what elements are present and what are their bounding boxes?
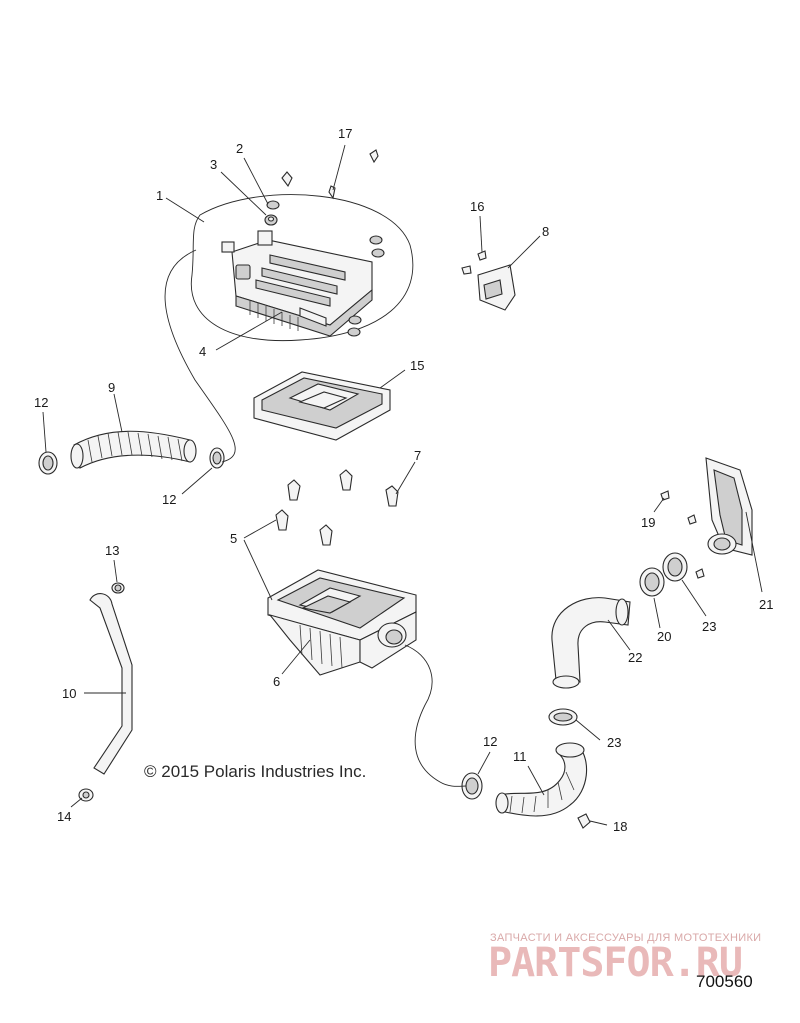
- leader-lines: [42, 144, 763, 826]
- callout-5: 5: [230, 531, 237, 546]
- screw-19b: [687, 514, 697, 525]
- callout-21: 21: [759, 597, 773, 612]
- callout-3: 3: [210, 157, 217, 172]
- screw-top: [281, 171, 293, 188]
- callout-22: 22: [628, 650, 642, 665]
- callout-13: 13: [105, 543, 119, 558]
- grommet-c: [348, 315, 362, 325]
- callout-2: 2: [236, 141, 243, 156]
- clamp-12-mid: [209, 447, 225, 469]
- callout-10: 10: [62, 686, 76, 701]
- clip-7c: [385, 485, 399, 507]
- screw-17b: [369, 149, 379, 164]
- clip-5b: [319, 524, 333, 546]
- intake-duct-9: [70, 430, 197, 469]
- link-lines: [164, 249, 467, 787]
- callout-12-mid: 12: [162, 492, 176, 507]
- callout-7: 7: [414, 448, 421, 463]
- grommet-d: [347, 327, 361, 337]
- callout-17: 17: [338, 126, 352, 141]
- watermark-tagline: ЗАПЧАСТИ И АКСЕССУАРЫ ДЛЯ МОТОТЕХНИКИ: [490, 932, 761, 944]
- elbow-22: [551, 597, 631, 689]
- fastener-18: [577, 813, 591, 829]
- clamp-23-upper: [662, 552, 688, 582]
- air-box-cover: [221, 230, 373, 337]
- screw-19: [660, 490, 670, 501]
- callout-6: 6: [273, 674, 280, 689]
- clip-7b: [339, 469, 353, 491]
- clamp-12-left: [38, 451, 58, 475]
- clip-5a: [275, 509, 289, 531]
- clamp-14: [78, 788, 94, 802]
- callout-9: 9: [108, 380, 115, 395]
- callout-23-lower: 23: [607, 735, 621, 750]
- callouts: 1 2 3 17 4 16 8 15 12 9 12 7 5 6 13 10 1…: [34, 126, 773, 834]
- grommet-b: [371, 248, 385, 258]
- duct-11: [495, 742, 588, 817]
- clamp-23-lower: [548, 708, 578, 726]
- outlet-21: [705, 457, 753, 556]
- callout-12-left: 12: [34, 395, 48, 410]
- bolt-17: [328, 185, 336, 200]
- callout-11: 11: [513, 749, 527, 764]
- callout-20: 20: [657, 629, 671, 644]
- watermark-brand: PARTSFOR.RU: [488, 940, 742, 986]
- bracket-8: [477, 264, 516, 311]
- callout-18: 18: [613, 819, 627, 834]
- drain-hose-10: [89, 593, 133, 775]
- screw-19c: [695, 568, 705, 579]
- air-box-base-6: [267, 569, 417, 676]
- callout-19: 19: [641, 515, 655, 530]
- clamp-13: [111, 582, 125, 594]
- callout-1: 1: [156, 188, 163, 203]
- clip-7a: [287, 479, 301, 501]
- ring-20: [639, 567, 665, 597]
- fastener-2: [266, 200, 280, 210]
- callout-15: 15: [410, 358, 424, 373]
- callout-23-upper: 23: [702, 619, 716, 634]
- callout-8: 8: [542, 224, 549, 239]
- callout-16: 16: [470, 199, 484, 214]
- clamp-12-lower: [461, 772, 483, 800]
- callout-14: 14: [57, 809, 71, 824]
- screw-16: [477, 250, 487, 261]
- screw-16b: [461, 265, 472, 275]
- copyright-text: © 2015 Polaris Industries Inc.: [144, 762, 366, 781]
- grommet-a: [369, 235, 383, 245]
- callout-4: 4: [199, 344, 206, 359]
- nut-3: [264, 214, 278, 226]
- air-filter-15: [253, 371, 391, 441]
- figure-number: 700560: [696, 972, 753, 991]
- callout-12-lower: 12: [483, 734, 497, 749]
